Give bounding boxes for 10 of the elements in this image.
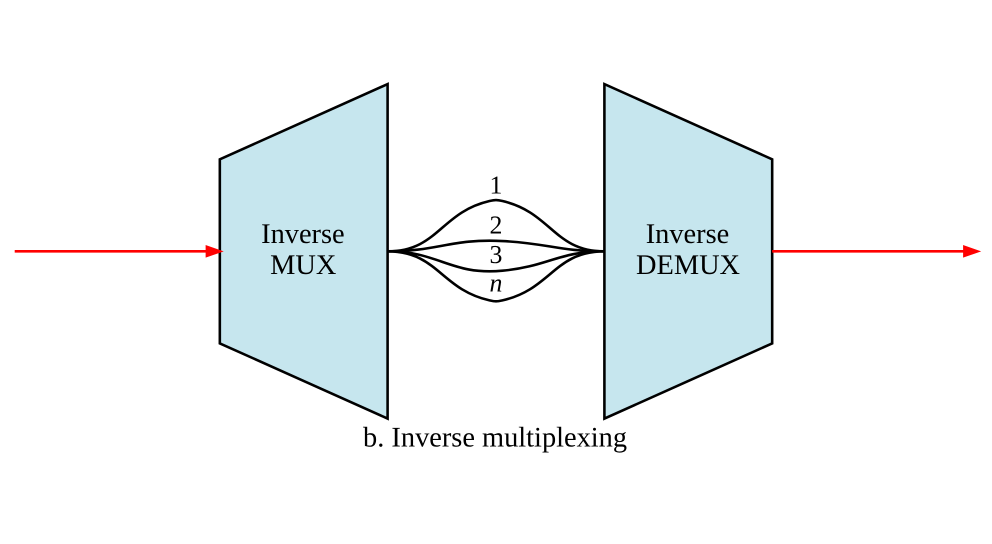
- connector: [388, 250, 604, 303]
- node-box: Inverse DEMUX: [603, 82, 774, 421]
- arrow: [14, 245, 224, 258]
- edge-label: n: [490, 268, 502, 298]
- node-box: Inverse MUX: [218, 82, 389, 421]
- arrow: [772, 245, 982, 258]
- edge-label: 3: [490, 240, 502, 269]
- caption: b. Inverse multiplexing: [363, 422, 628, 454]
- edge-label: 2: [490, 210, 502, 240]
- edge-label: 1: [490, 170, 502, 200]
